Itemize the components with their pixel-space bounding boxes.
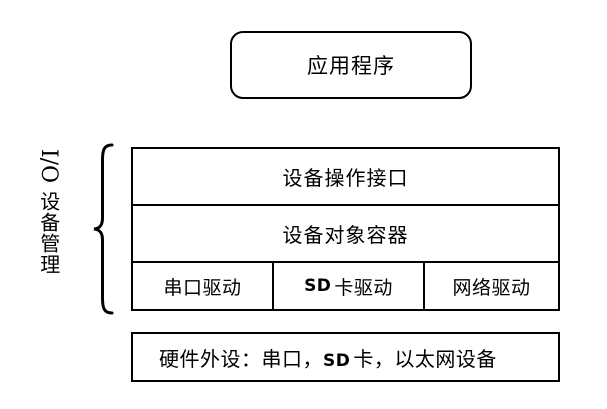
driver-cell-network: 网络驱动: [425, 263, 558, 309]
hardware-suffix-text: 卡，以太网设备: [353, 346, 497, 371]
device-operation-interface-label: 设备操作接口: [282, 166, 409, 190]
hardware-sd-text: SD: [323, 350, 351, 371]
curly-brace-icon: [90, 142, 116, 316]
device-object-container-label: 设备对象容器: [282, 223, 409, 247]
sd-card-driver-label: 卡驱动: [334, 276, 393, 299]
serial-driver-label: 串口驱动: [163, 276, 242, 299]
application-box: 应用程序: [230, 31, 472, 99]
network-driver-label: 网络驱动: [452, 276, 531, 299]
sd-prefix-label: SD: [304, 276, 332, 296]
layer-row-device-object-container: 设备对象容器: [133, 206, 558, 263]
layer-row-device-operation-interface: 设备操作接口: [133, 149, 558, 206]
application-label: 应用程序: [307, 54, 395, 78]
io-management-label: I/O 设备管理: [31, 143, 65, 313]
io-text: I/O: [36, 148, 62, 184]
driver-cell-serial: 串口驱动: [133, 263, 274, 309]
hardware-prefix-text: 硬件外设：串口，: [159, 346, 323, 371]
device-management-text: 设备管理: [36, 191, 61, 275]
